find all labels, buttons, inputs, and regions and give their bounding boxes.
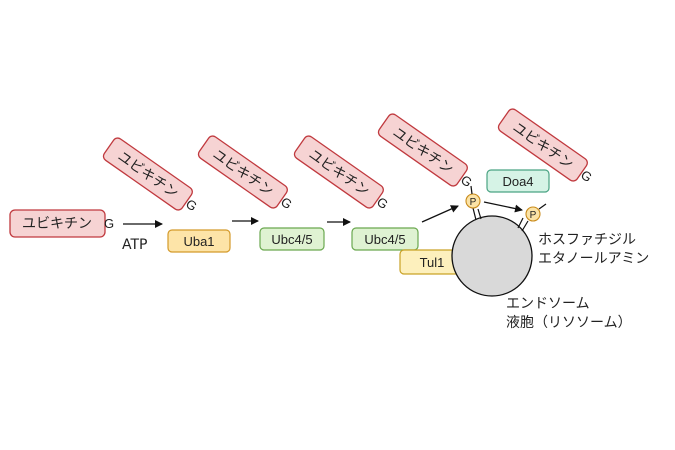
endosome-vesicle [451, 215, 533, 297]
ligation-arrow [421, 205, 459, 223]
phosphate-label-2: P [530, 210, 537, 221]
uba1-ubiquitin: ユビキチン G [102, 137, 200, 214]
free-ubiquitin-label: ユビキチン [22, 216, 92, 232]
ubc45-box-2 [351, 227, 419, 251]
organelle-label-line-1: エンドソーム [506, 296, 590, 312]
atp-label: ATP [122, 237, 147, 253]
lipid-label-line-1: ホスファチジル [538, 232, 636, 248]
ubc45-label-2: Ubc4/5 [364, 232, 405, 247]
phosphate-icon-1 [465, 193, 481, 209]
lipid-ubiquitin: ユビキチン G [377, 113, 475, 190]
ubiquitin-lipid-link [470, 185, 473, 195]
doa4-box [486, 169, 550, 193]
organelle-label-line-2: 液胞（リソソーム） [506, 315, 632, 331]
phospholipid-2: P [517, 203, 547, 232]
doa4-label: Doa4 [502, 174, 533, 189]
uba1-label: Uba1 [183, 234, 214, 249]
lipid-label-line-2: エタノールアミン [538, 251, 649, 267]
phosphate-icon-2 [525, 206, 541, 222]
deubiquitination-arrow [483, 201, 523, 213]
tul1-label: Tul1 [420, 255, 445, 270]
free-ubiquitin: ユビキチン [9, 209, 106, 238]
ubc45-box-1 [259, 227, 325, 251]
phospholipid-1: P [465, 193, 482, 221]
ubc45-ubiquitin-1: ユビキチン G [197, 135, 295, 212]
uba1-box [167, 229, 231, 253]
ubc45-ubiquitin-2: ユビキチン G [293, 135, 391, 212]
phosphate-label-1: P [470, 197, 477, 208]
ubc45-label-1: Ubc4/5 [271, 232, 312, 247]
free-ubiquitin-glycine: G [104, 216, 114, 231]
